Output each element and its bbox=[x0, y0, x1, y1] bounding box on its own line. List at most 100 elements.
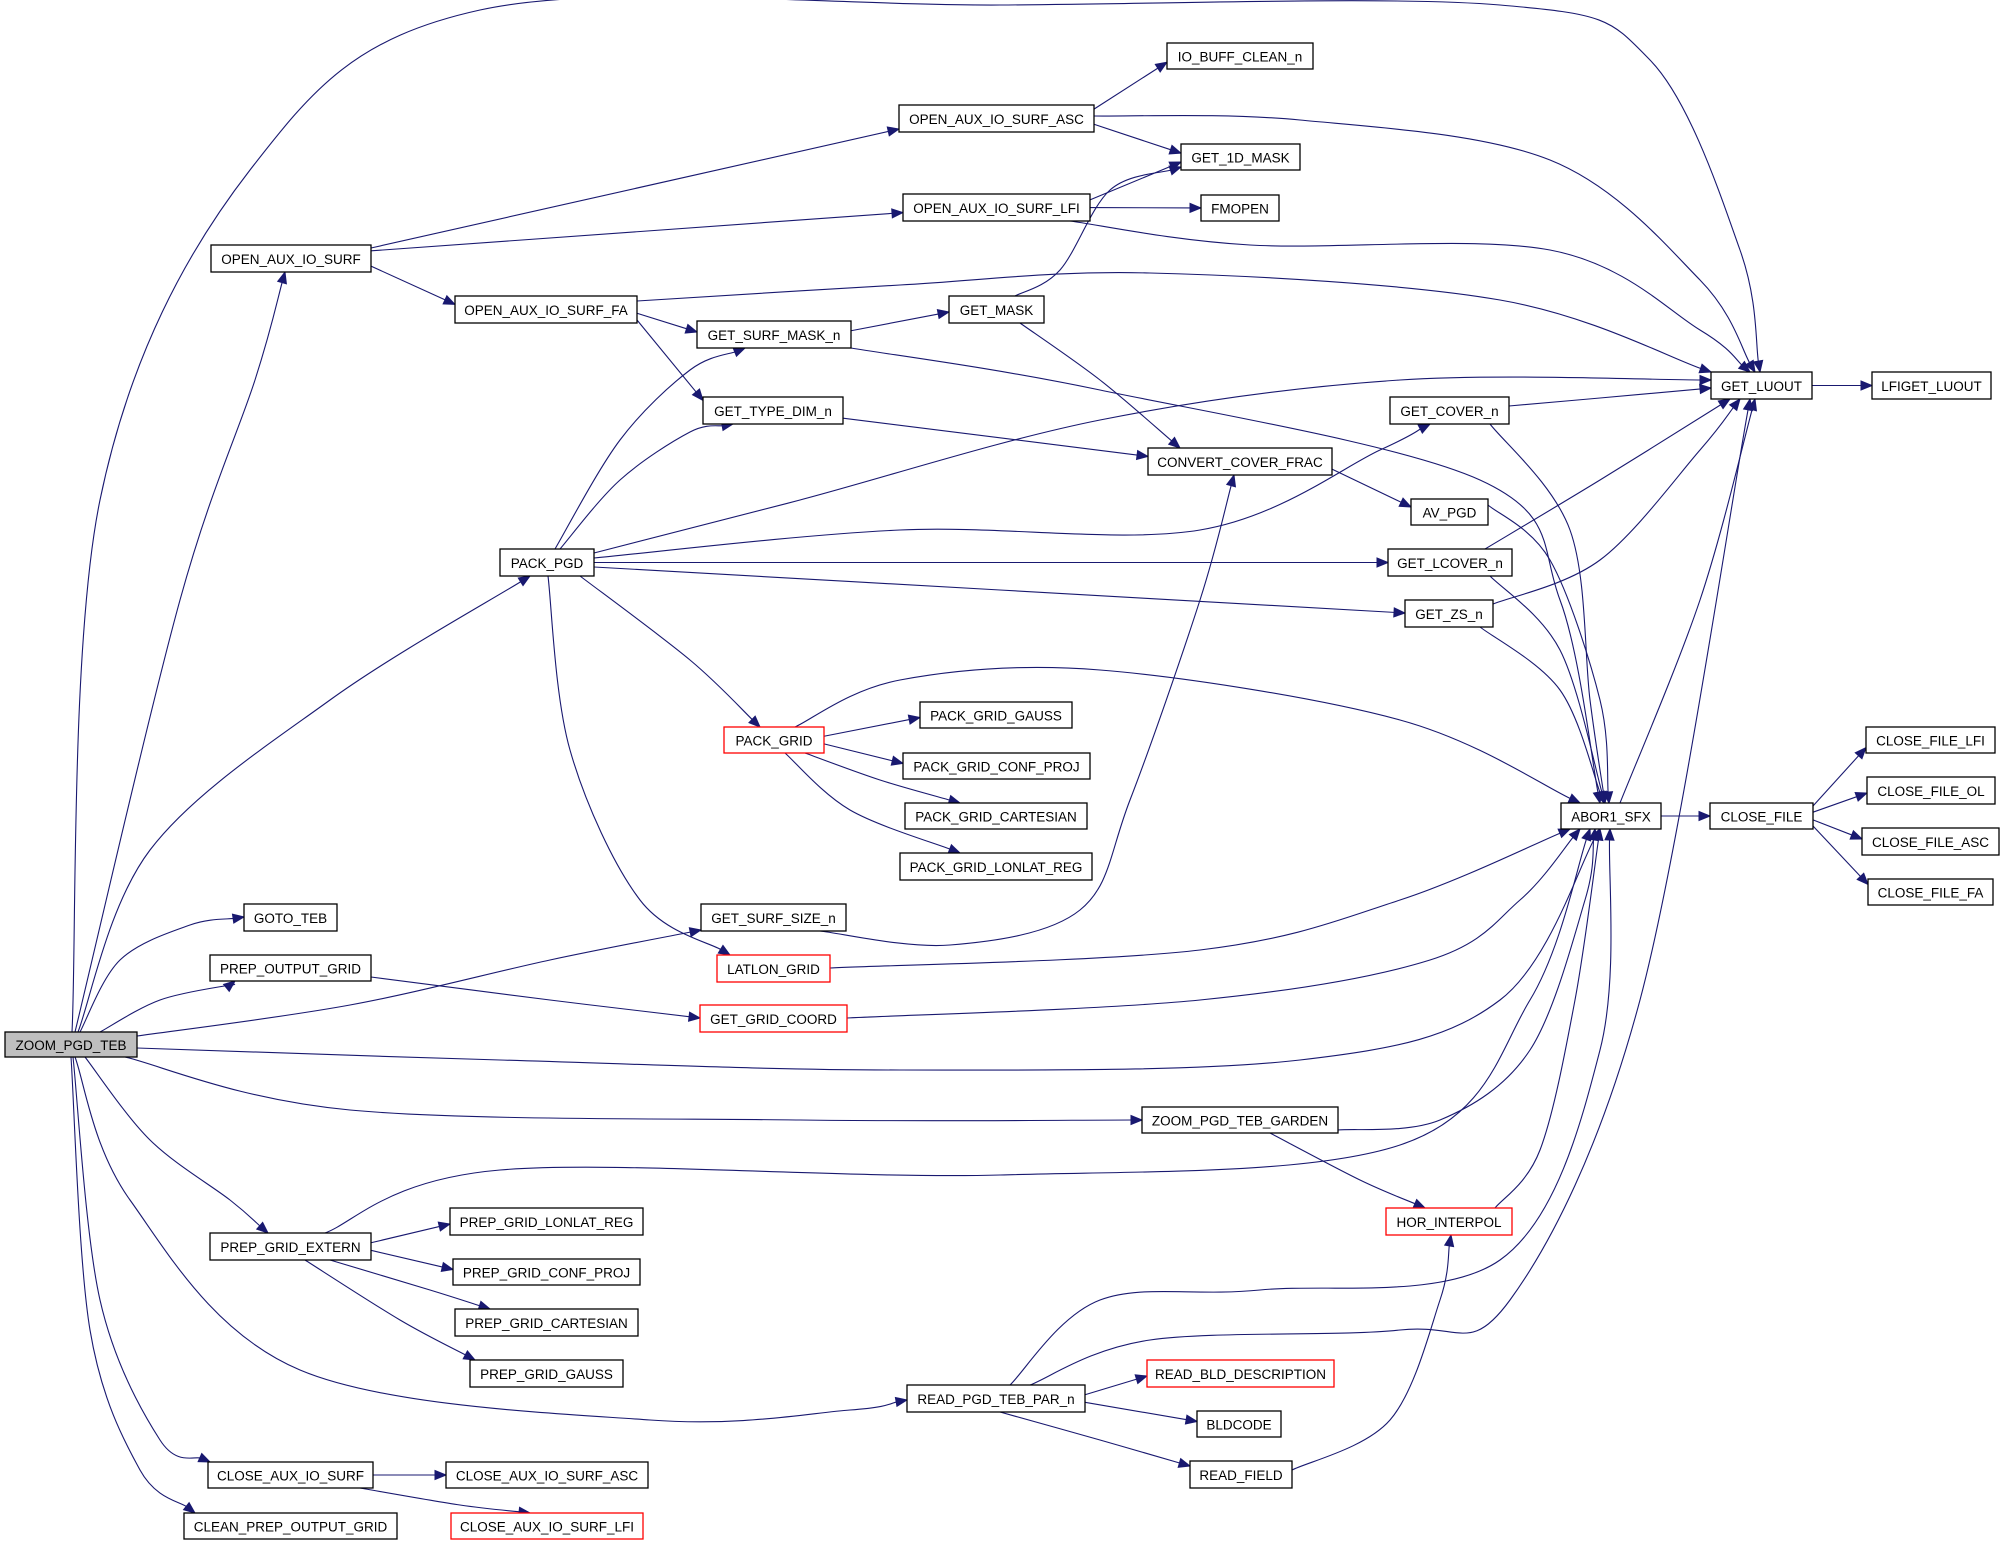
node-box[interactable] bbox=[696, 320, 852, 349]
node-goto-teb[interactable]: GOTO_TEB bbox=[243, 903, 338, 932]
node-box[interactable] bbox=[1200, 194, 1280, 222]
node-box[interactable] bbox=[902, 752, 1091, 780]
node-get-surf-size-n[interactable]: GET_SURF_SIZE_n bbox=[700, 903, 847, 932]
node-hor-interpol[interactable]: HOR_INTERPOL bbox=[1385, 1207, 1513, 1236]
node-close-aux-io-surf-asc[interactable]: CLOSE_AUX_IO_SURF_ASC bbox=[445, 1461, 649, 1489]
node-open-aux-io-surf[interactable]: OPEN_AUX_IO_SURF bbox=[210, 244, 372, 273]
node-box[interactable] bbox=[899, 852, 1093, 881]
node-abor1-sfx[interactable]: ABOR1_SFX bbox=[1560, 802, 1662, 830]
node-open-aux-io-surf-asc[interactable]: OPEN_AUX_IO_SURF_ASC bbox=[898, 104, 1095, 133]
node-box[interactable] bbox=[209, 954, 372, 982]
node-box[interactable] bbox=[1861, 827, 2000, 856]
node-pack-pgd[interactable]: PACK_PGD bbox=[499, 548, 595, 577]
node-box[interactable] bbox=[209, 1232, 372, 1261]
node-close-file[interactable]: CLOSE_FILE bbox=[1709, 802, 1814, 830]
node-box[interactable] bbox=[1710, 371, 1813, 400]
node-convert-cover-frac[interactable]: CONVERT_COVER_FRAC bbox=[1147, 447, 1333, 476]
node-prep-grid-extern[interactable]: PREP_GRID_EXTERN bbox=[209, 1232, 372, 1261]
node-read-pgd-teb-par-n[interactable]: READ_PGD_TEB_PAR_n bbox=[906, 1384, 1086, 1413]
node-get-type-dim-n[interactable]: GET_TYPE_DIM_n bbox=[702, 396, 844, 425]
node-close-aux-io-surf-lfi[interactable]: CLOSE_AUX_IO_SURF_LFI bbox=[450, 1512, 644, 1540]
node-pack-grid-conf-proj[interactable]: PACK_GRID_CONF_PROJ bbox=[902, 752, 1091, 780]
node-pack-grid-gauss[interactable]: PACK_GRID_GAUSS bbox=[919, 701, 1073, 729]
node-box[interactable] bbox=[699, 1004, 848, 1033]
node-close-file-ol[interactable]: CLOSE_FILE_OL bbox=[1866, 776, 1996, 805]
node-box[interactable] bbox=[1865, 726, 1996, 754]
node-box[interactable] bbox=[902, 193, 1091, 222]
node-get-luout[interactable]: GET_LUOUT bbox=[1710, 371, 1813, 400]
node-clean-prep-output-grid[interactable]: CLEAN_PREP_OUTPUT_GRID bbox=[183, 1512, 398, 1540]
node-box[interactable] bbox=[469, 1359, 624, 1388]
node-box[interactable] bbox=[948, 295, 1045, 324]
node-close-file-asc[interactable]: CLOSE_FILE_ASC bbox=[1861, 827, 2000, 856]
node-box[interactable] bbox=[450, 1512, 644, 1540]
node-latlon-grid[interactable]: LATLON_GRID bbox=[716, 954, 831, 983]
node-box[interactable] bbox=[1867, 878, 1994, 906]
node-box[interactable] bbox=[1146, 1359, 1335, 1388]
node-lfiget-luout[interactable]: LFIGET_LUOUT bbox=[1871, 371, 1992, 400]
node-get-1d-mask[interactable]: GET_1D_MASK bbox=[1180, 143, 1301, 171]
node-box[interactable] bbox=[702, 396, 844, 425]
node-box[interactable] bbox=[716, 954, 831, 983]
node-box[interactable] bbox=[723, 726, 825, 754]
node-box[interactable] bbox=[183, 1512, 398, 1540]
node-box[interactable] bbox=[454, 295, 638, 324]
node-close-file-fa[interactable]: CLOSE_FILE_FA bbox=[1867, 878, 1994, 906]
node-box[interactable] bbox=[1404, 599, 1494, 628]
node-box[interactable] bbox=[1189, 1460, 1293, 1489]
node-get-mask[interactable]: GET_MASK bbox=[948, 295, 1045, 324]
node-close-file-lfi[interactable]: CLOSE_FILE_LFI bbox=[1865, 726, 1996, 754]
node-fmopen[interactable]: FMOPEN bbox=[1200, 194, 1280, 222]
node-pack-grid-lonlat-reg[interactable]: PACK_GRID_LONLAT_REG bbox=[899, 852, 1093, 881]
node-box[interactable] bbox=[445, 1461, 649, 1489]
node-open-aux-io-surf-lfi[interactable]: OPEN_AUX_IO_SURF_LFI bbox=[902, 193, 1091, 222]
node-box[interactable] bbox=[1709, 802, 1814, 830]
node-open-aux-io-surf-fa[interactable]: OPEN_AUX_IO_SURF_FA bbox=[454, 295, 638, 324]
node-box[interactable] bbox=[1196, 1410, 1282, 1438]
node-box[interactable] bbox=[904, 802, 1088, 830]
node-box[interactable] bbox=[452, 1258, 641, 1286]
node-get-lcover-n[interactable]: GET_LCOVER_n bbox=[1387, 548, 1513, 577]
node-get-cover-n[interactable]: GET_COVER_n bbox=[1389, 396, 1510, 425]
node-box[interactable] bbox=[906, 1384, 1086, 1413]
node-get-zs-n[interactable]: GET_ZS_n bbox=[1404, 599, 1494, 628]
node-prep-grid-gauss[interactable]: PREP_GRID_GAUSS bbox=[469, 1359, 624, 1388]
node-box[interactable] bbox=[1387, 548, 1513, 577]
node-box[interactable] bbox=[4, 1031, 138, 1058]
node-box[interactable] bbox=[1385, 1207, 1513, 1236]
node-box[interactable] bbox=[449, 1207, 644, 1236]
node-bldcode[interactable]: BLDCODE bbox=[1196, 1410, 1282, 1438]
node-pack-grid-cartesian[interactable]: PACK_GRID_CARTESIAN bbox=[904, 802, 1088, 830]
node-box[interactable] bbox=[898, 104, 1095, 133]
node-box[interactable] bbox=[1866, 776, 1996, 805]
node-box[interactable] bbox=[1410, 498, 1489, 526]
node-prep-grid-lonlat-reg[interactable]: PREP_GRID_LONLAT_REG bbox=[449, 1207, 644, 1236]
node-box[interactable] bbox=[1871, 371, 1992, 400]
node-read-bld-description[interactable]: READ_BLD_DESCRIPTION bbox=[1146, 1359, 1335, 1388]
node-get-grid-coord[interactable]: GET_GRID_COORD bbox=[699, 1004, 848, 1033]
node-prep-grid-conf-proj[interactable]: PREP_GRID_CONF_PROJ bbox=[452, 1258, 641, 1286]
node-zoom-pgd-teb-garden[interactable]: ZOOM_PGD_TEB_GARDEN bbox=[1141, 1106, 1339, 1134]
node-box[interactable] bbox=[243, 903, 338, 932]
node-prep-output-grid[interactable]: PREP_OUTPUT_GRID bbox=[209, 954, 372, 982]
node-box[interactable] bbox=[210, 244, 372, 273]
node-box[interactable] bbox=[1389, 396, 1510, 425]
node-box[interactable] bbox=[1180, 143, 1301, 171]
node-pack-grid[interactable]: PACK_GRID bbox=[723, 726, 825, 754]
node-io-buff-clean-n[interactable]: IO_BUFF_CLEAN_n bbox=[1166, 42, 1314, 70]
node-get-surf-mask-n[interactable]: GET_SURF_MASK_n bbox=[696, 320, 852, 349]
node-box[interactable] bbox=[700, 903, 847, 932]
node-box[interactable] bbox=[1560, 802, 1662, 830]
node-box[interactable] bbox=[1147, 447, 1333, 476]
node-box[interactable] bbox=[454, 1308, 639, 1337]
node-box[interactable] bbox=[919, 701, 1073, 729]
node-prep-grid-cartesian[interactable]: PREP_GRID_CARTESIAN bbox=[454, 1308, 639, 1337]
node-box[interactable] bbox=[207, 1461, 374, 1489]
node-box[interactable] bbox=[1166, 42, 1314, 70]
node-box[interactable] bbox=[499, 548, 595, 577]
node-read-field[interactable]: READ_FIELD bbox=[1189, 1460, 1293, 1489]
node-zoom-pgd-teb[interactable]: ZOOM_PGD_TEB bbox=[4, 1031, 138, 1058]
node-av-pgd[interactable]: AV_PGD bbox=[1410, 498, 1489, 526]
node-close-aux-io-surf[interactable]: CLOSE_AUX_IO_SURF bbox=[207, 1461, 374, 1489]
node-box[interactable] bbox=[1141, 1106, 1339, 1134]
